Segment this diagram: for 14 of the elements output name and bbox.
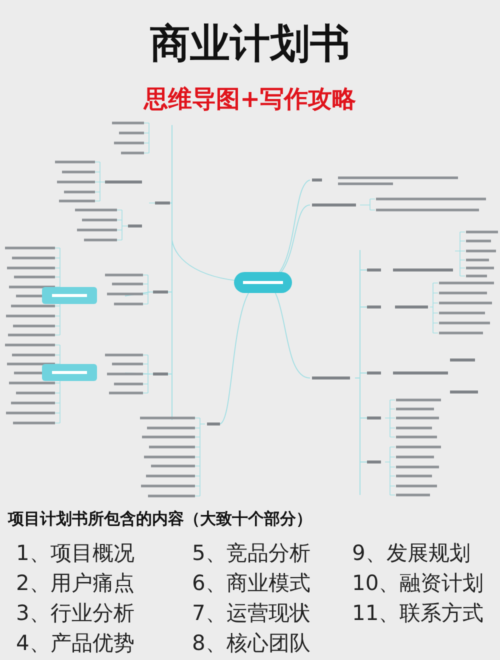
subtitle: 思维导图+写作攻略 [142,84,358,114]
list-item: 2、用户痛点 [16,570,134,597]
list-item: 6、商业模式 [192,570,310,597]
list-item: 5、竞品分析 [192,540,310,567]
list-item: 4、产品优势 [16,630,134,657]
list-item: 9、发展规划 [352,540,472,567]
list-item: 11、联系方式 [352,600,484,627]
list-item: 3、行业分析 [16,600,134,627]
list-item: 10、融资计划 [352,570,484,597]
list-item: 7、运营现状 [192,600,310,627]
title: 商业计划书 [149,20,351,68]
list-item: 1、项目概况 [16,540,134,567]
list-item: 8、核心团队 [192,630,310,657]
section-heading: 项目计划书所包含的内容（大致十个部分） [8,508,312,530]
